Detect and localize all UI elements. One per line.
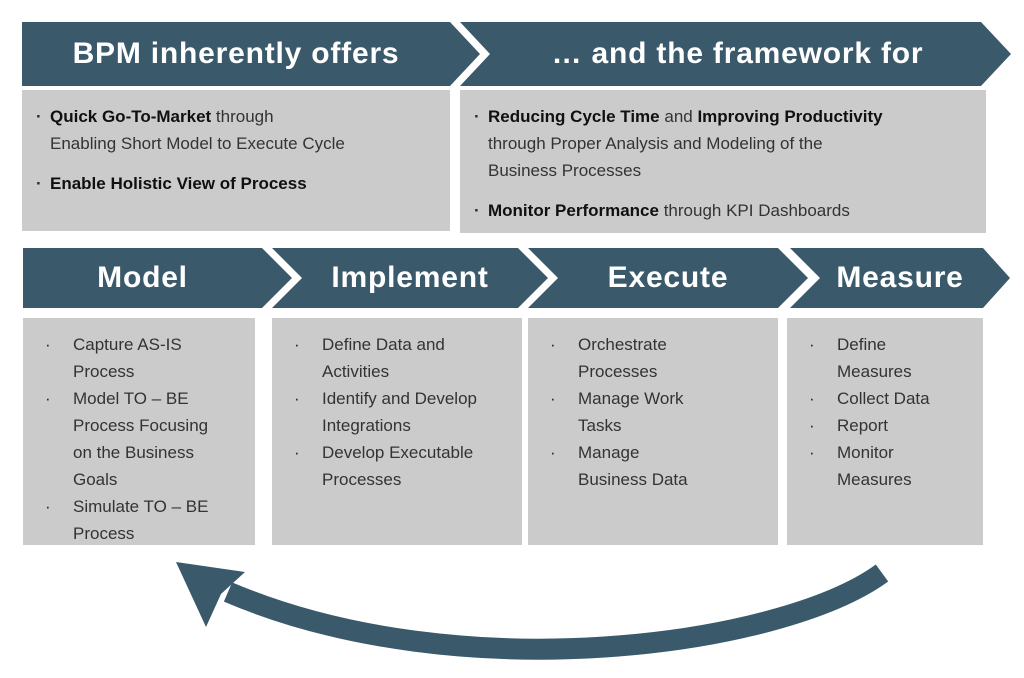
list-item-text: Simulate TO – BE Process <box>73 497 209 543</box>
step-chevron-implement: Implement <box>272 248 548 308</box>
list-item: · Define Measures <box>803 331 975 385</box>
step-title-model: Model <box>97 261 188 294</box>
panel-model-tasks: · Capture AS-IS Process · Model TO – BE Pr… <box>23 318 255 545</box>
header-band-framework-for: … and the framework for <box>460 22 1011 86</box>
bullet-item: · Monitor Performance through KPI Dashbo… <box>474 197 976 224</box>
list-item-text: Manage Business Data <box>578 443 688 489</box>
bullet-dot-icon: · <box>474 201 480 220</box>
bullet-text: Monitor Performance through KPI Dashboar… <box>488 201 850 220</box>
bullet-dot-icon: · <box>809 443 815 462</box>
panel-execute-tasks: · Orchestrate Processes · Manage Work Task… <box>528 318 778 545</box>
list-item-text: Define Data and Activities <box>322 335 445 381</box>
list-item: · Collect Data <box>803 385 975 412</box>
bullet-item: · Enable Holistic View of Process <box>36 170 440 197</box>
list-item-text: Capture AS-IS Process <box>73 335 182 381</box>
panel-framework-for: · Reducing Cycle Time and Improving Prod… <box>460 90 986 233</box>
bullet-dot-icon: · <box>36 174 42 193</box>
list-item-text: Orchestrate Processes <box>578 335 667 381</box>
header-title-bpm-offers: BPM inherently offers <box>72 37 400 70</box>
bullet-dot-icon: · <box>474 107 480 126</box>
bullet-text: Quick Go-To-Market through Enabling Shor… <box>50 107 345 153</box>
bullet-item: · Quick Go-To-Market through Enabling Sh… <box>36 103 440 157</box>
step-chevron-measure: Measure <box>790 248 1010 308</box>
list-item-text: Define Measures <box>837 335 912 381</box>
list-item: · Define Data and Activities <box>288 331 514 385</box>
list-item: · Identify and Develop Integrations <box>288 385 514 439</box>
header-title-framework-for: … and the framework for <box>551 37 924 70</box>
bullet-dot-icon: · <box>809 389 815 408</box>
bullet-dot-icon: · <box>809 416 815 435</box>
bullet-item: · Reducing Cycle Time and Improving Prod… <box>474 103 976 184</box>
list-item-text: Report <box>837 416 889 435</box>
step-title-execute: Execute <box>607 261 729 294</box>
list-item: · Manage Business Data <box>544 439 770 493</box>
list-item: · Develop Executable Processes <box>288 439 514 493</box>
bullet-dot-icon: · <box>550 389 556 408</box>
list-item-text: Model TO – BE Process Focusing on the Bu… <box>73 389 209 489</box>
list-item: · Model TO – BE Process Focusing on the B… <box>39 385 247 493</box>
step-chevron-model: Model <box>23 248 292 308</box>
panel-implement-tasks: · Define Data and Activities · Identify an… <box>272 318 522 545</box>
bullet-dot-icon: · <box>809 335 815 354</box>
list-item: · Simulate TO – BE Process <box>39 493 247 547</box>
bullet-dot-icon: · <box>45 335 51 354</box>
header-band-bpm-offers: BPM inherently offers <box>22 22 480 86</box>
step-title-measure: Measure <box>836 261 964 294</box>
step-chevron-execute: Execute <box>528 248 808 308</box>
bullet-dot-icon: · <box>45 497 51 516</box>
list-item-text: Identify and Develop Integrations <box>322 389 477 435</box>
bullet-text: Reducing Cycle Time and Improving Produc… <box>488 107 883 180</box>
list-item: · Manage Work Tasks <box>544 385 770 439</box>
bullet-dot-icon: · <box>45 389 51 408</box>
list-item: · Capture AS-IS Process <box>39 331 247 385</box>
list-item: · Orchestrate Processes <box>544 331 770 385</box>
list-item: · Report <box>803 412 975 439</box>
bullet-text: Enable Holistic View of Process <box>50 174 307 193</box>
bullet-dot-icon: · <box>36 107 42 126</box>
panel-measure-tasks: · Define Measures · Collect Data · Report ·… <box>787 318 983 545</box>
bullet-dot-icon: · <box>550 335 556 354</box>
bullet-dot-icon: · <box>294 335 300 354</box>
list-item-text: Manage Work Tasks <box>578 389 684 435</box>
bullet-dot-icon: · <box>294 389 300 408</box>
bullet-dot-icon: · <box>294 443 300 462</box>
bullet-dot-icon: · <box>550 443 556 462</box>
step-title-implement: Implement <box>331 261 489 294</box>
list-item-text: Monitor Measures <box>837 443 912 489</box>
list-item-text: Collect Data <box>837 389 930 408</box>
list-item: · Monitor Measures <box>803 439 975 493</box>
list-item-text: Develop Executable Processes <box>322 443 474 489</box>
panel-bpm-offers: · Quick Go-To-Market through Enabling Sh… <box>22 90 450 231</box>
